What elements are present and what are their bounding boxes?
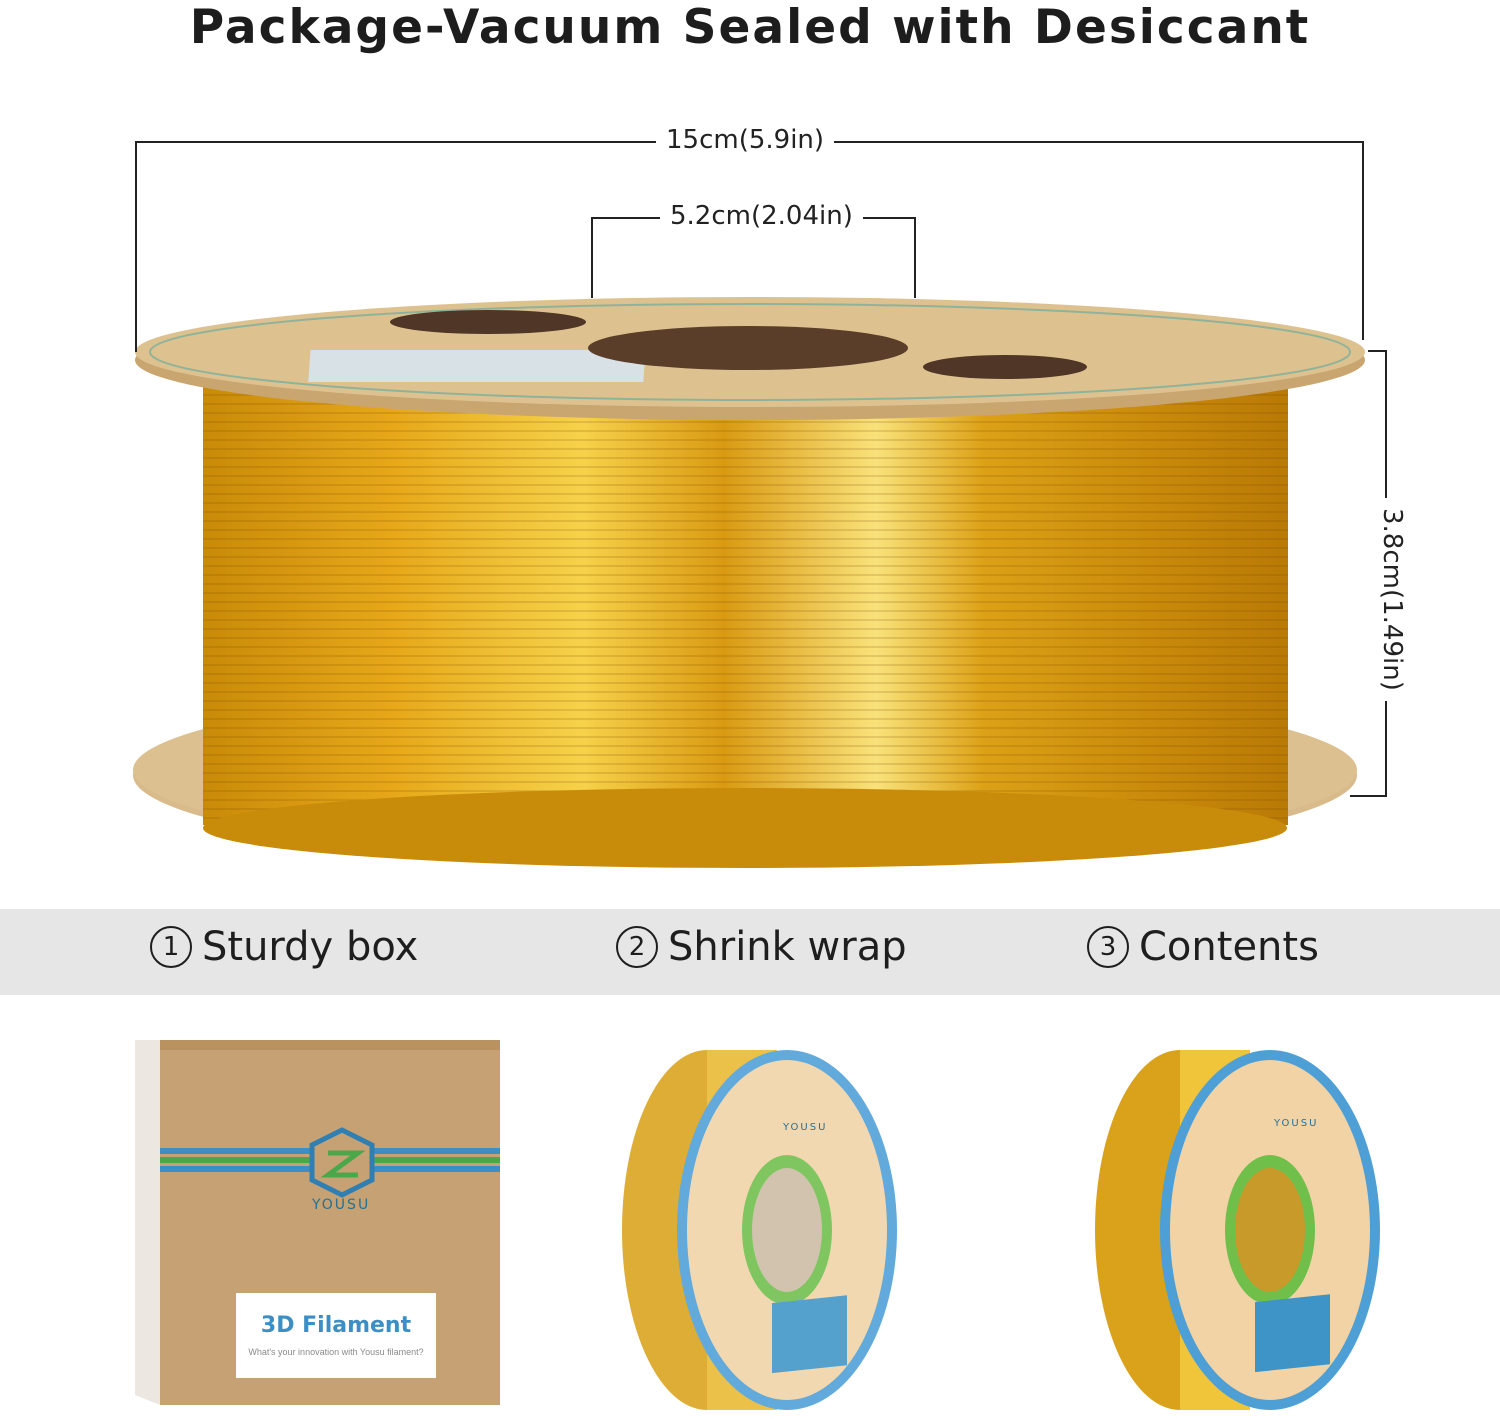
- hub-diameter-label: 5.2cm(2.04in): [660, 201, 863, 231]
- step-number: 3: [1087, 926, 1129, 968]
- box-label-title: 3D Filament: [260, 1313, 412, 1338]
- step-label: Contents: [1139, 924, 1319, 970]
- spool-brand-wrapped: YOUSU: [783, 1122, 828, 1133]
- step-number: 1: [150, 926, 192, 968]
- spool-hub-hole: [588, 326, 908, 370]
- step-sturdy-box: 1 Sturdy box: [150, 924, 418, 970]
- box-label-subtitle: What's your innovation with Yousu filame…: [248, 1347, 424, 1357]
- diameter-label: 15cm(5.9in): [656, 125, 835, 155]
- shrink-wrap-spool-image: [612, 1025, 912, 1410]
- steps-band: [0, 909, 1500, 995]
- box-label: 3D Filament What's your innovation with …: [236, 1293, 436, 1378]
- spool-hero-image: [133, 141, 1387, 868]
- page-title: Package-Vacuum Sealed with Desiccant: [189, 0, 1311, 55]
- step-contents: 3 Contents: [1087, 924, 1319, 970]
- step-label: Sturdy box: [202, 924, 419, 970]
- step-number: 2: [616, 926, 658, 968]
- step-shrink-wrap: 2 Shrink wrap: [616, 924, 907, 970]
- width-label: 3.8cm(1.49in): [1377, 498, 1407, 701]
- spool-brand-contents: YOUSU: [1274, 1118, 1319, 1129]
- step-label: Shrink wrap: [668, 924, 907, 970]
- contents-spool-image: [1095, 1050, 1380, 1410]
- box-brand: YOUSU: [312, 1197, 371, 1213]
